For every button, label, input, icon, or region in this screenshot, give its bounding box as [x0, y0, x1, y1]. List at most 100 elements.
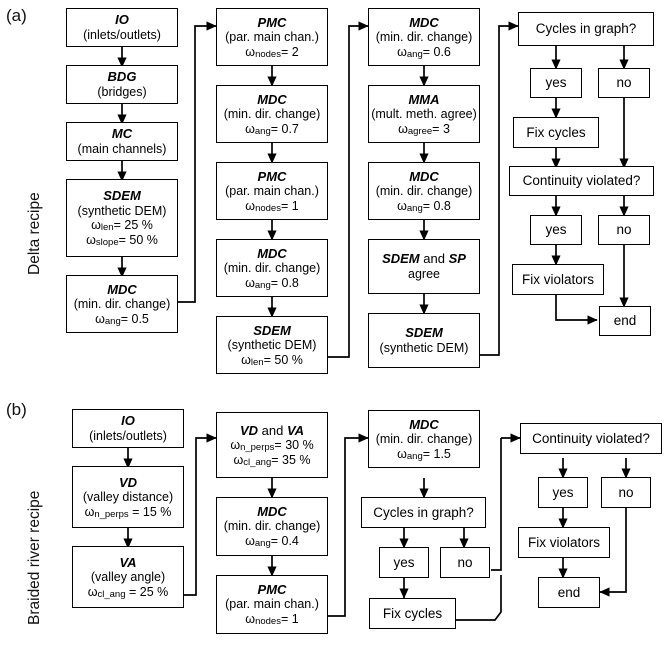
node-title: MDC [257, 504, 287, 520]
node-param: ωcl_ang= 35 % [233, 452, 311, 468]
node-b-io[interactable]: IO (inlets/outlets) [72, 409, 184, 448]
node-label: Fix cycles [526, 124, 586, 140]
node-label: end [557, 584, 581, 600]
node-a-fix-violators[interactable]: Fix violators [512, 264, 604, 295]
node-subtitle: (par. main chan.) [225, 183, 319, 198]
node-param: ωn_perps= 30 % [230, 437, 314, 453]
node-subtitle: (inlets/outlets) [83, 27, 161, 42]
node-a-sdem-1[interactable]: SDEM (synthetic DEM) ωlen= 25 % ωslope= … [66, 179, 178, 257]
node-title: MMA [408, 91, 440, 107]
node-a-sdem-3[interactable]: SDEM (synthetic DEM) [368, 313, 480, 368]
node-a-bdg[interactable]: BDG (bridges) [66, 65, 178, 104]
node-b-cycles-in-graph[interactable]: Cycles in graph? [361, 497, 486, 528]
node-subtitle: (par. main chan.) [225, 597, 319, 612]
node-a-mdc-2[interactable]: MDC (min. dir. change) ωang= 0.8 [216, 239, 328, 297]
node-subtitle: (min. dir. change) [375, 431, 473, 446]
node-label: Continuity violated? [522, 173, 641, 189]
node-label: yes [545, 222, 567, 238]
node-a-mc[interactable]: MC (main channels) [66, 122, 178, 161]
node-title: MDC [107, 281, 137, 297]
node-a-fix-cycles[interactable]: Fix cycles [513, 117, 599, 148]
node-label: Cycles in graph? [535, 21, 637, 37]
node-param: ωnodes= 1 [245, 198, 299, 214]
node-b-end[interactable]: end [538, 577, 600, 608]
node-subtitle: (valley distance) [82, 489, 174, 504]
node-param: ωang= 0.6 [397, 44, 451, 60]
node-title: MC [111, 126, 133, 142]
node-a-no-1[interactable]: no [598, 68, 650, 98]
node-a-mma[interactable]: MMA (mult. meth. agree) ωagree= 3 [368, 85, 480, 143]
panel-a-letter: (a) [6, 6, 27, 25]
node-b-fix-violators[interactable]: Fix violators [518, 527, 610, 558]
node-label: yes [545, 75, 567, 91]
node-b-no-2[interactable]: no [601, 477, 651, 508]
node-subtitle: (inlets/outlets) [89, 428, 167, 443]
node-label: no [616, 75, 632, 91]
node-param: ωnodes= 1 [245, 612, 299, 628]
node-param: ωlen= 50 % [241, 352, 303, 368]
node-subtitle: agree [408, 266, 440, 281]
node-b-vd[interactable]: VD (valley distance) ωn_perps = 15 % [72, 466, 184, 528]
node-label: Cycles in graph? [373, 504, 474, 520]
node-a-yes-2[interactable]: yes [530, 215, 582, 245]
node-a-sdem-sp-agree[interactable]: SDEM and SP agree [368, 239, 480, 294]
node-title: SDEM [103, 188, 141, 204]
node-label: yes [552, 484, 574, 500]
node-subtitle: (synthetic DEM) [379, 340, 469, 355]
node-title: MDC [409, 168, 439, 184]
node-param: ωlen= 25 % [91, 218, 153, 234]
node-param: ωang= 0.7 [245, 121, 299, 137]
panel-b-letter: (b) [6, 400, 27, 419]
node-a-mdc-3[interactable]: MDC (min. dir. change) ωang= 0.6 [368, 8, 480, 66]
node-b-va[interactable]: VA (valley angle) ωcl_ang = 25 % [72, 546, 184, 608]
node-b-mdc-2[interactable]: MDC (min. dir. change) ωang= 1.5 [368, 410, 480, 468]
node-a-end[interactable]: end [599, 306, 651, 336]
node-title: MDC [409, 416, 439, 432]
node-a-mdc-0[interactable]: MDC (min. dir. change) ωang= 0.5 [66, 275, 178, 333]
node-subtitle: (main channels) [77, 141, 167, 156]
node-a-mdc-4[interactable]: MDC (min. dir. change) ωang= 0.8 [368, 162, 480, 220]
node-param: ωang= 0.8 [245, 275, 299, 291]
node-title: SDEM and SP [382, 251, 466, 267]
node-param: ωang= 0.4 [245, 534, 299, 550]
node-a-yes-1[interactable]: yes [530, 68, 582, 98]
node-subtitle: (par. main chan.) [225, 29, 319, 44]
node-subtitle: (valley angle) [90, 569, 166, 584]
node-param: ωang= 0.5 [95, 311, 149, 327]
node-a-sdem-2[interactable]: SDEM (synthetic DEM) ωlen= 50 % [216, 316, 328, 374]
node-a-mdc-1[interactable]: MDC (min. dir. change) ωang= 0.7 [216, 85, 328, 143]
node-a-io[interactable]: IO (inlets/outlets) [66, 8, 178, 47]
node-subtitle: (synthetic DEM) [77, 203, 167, 218]
node-label: end [613, 313, 637, 329]
node-b-no[interactable]: no [440, 547, 490, 578]
node-title: IO [115, 12, 129, 28]
node-title: VA [119, 554, 137, 570]
node-subtitle: (bridges) [97, 84, 147, 99]
node-label: no [618, 484, 634, 500]
node-subtitle: (min. dir. change) [375, 183, 473, 198]
node-label: no [457, 554, 473, 570]
node-a-pmc-2[interactable]: PMC (par. main chan.) ωnodes= 1 [216, 162, 328, 220]
node-a-pmc-1[interactable]: PMC (par. main chan.) ωnodes= 2 [216, 8, 328, 66]
node-label: Fix violators [521, 271, 594, 287]
node-b-fix-cycles[interactable]: Fix cycles [369, 598, 456, 629]
node-param: ωslope= 50 % [86, 233, 158, 249]
node-subtitle: (min. dir. change) [375, 29, 473, 44]
node-label: Fix violators [527, 534, 600, 550]
node-a-continuity-violated[interactable]: Continuity violated? [509, 166, 654, 196]
node-b-vd-and-va[interactable]: VD and VA ωn_perps= 30 % ωcl_ang= 35 % [216, 412, 328, 478]
node-a-cycles-in-graph[interactable]: Cycles in graph? [518, 12, 654, 46]
node-param: ωagree= 3 [398, 121, 450, 137]
node-a-no-2[interactable]: no [598, 215, 650, 245]
node-b-mdc-1[interactable]: MDC (min. dir. change) ωang= 0.4 [216, 497, 328, 556]
node-label: yes [393, 554, 415, 570]
node-title: IO [121, 413, 135, 429]
node-b-continuity-violated[interactable]: Continuity violated? [520, 423, 662, 454]
node-subtitle: (mult. meth. agree) [371, 106, 477, 121]
node-title: BDG [107, 69, 137, 85]
node-b-pmc[interactable]: PMC (par. main chan.) ωnodes= 1 [216, 575, 328, 634]
node-b-yes[interactable]: yes [379, 547, 429, 578]
node-b-yes-2[interactable]: yes [538, 477, 588, 508]
node-param: ωang= 1.5 [397, 446, 451, 462]
